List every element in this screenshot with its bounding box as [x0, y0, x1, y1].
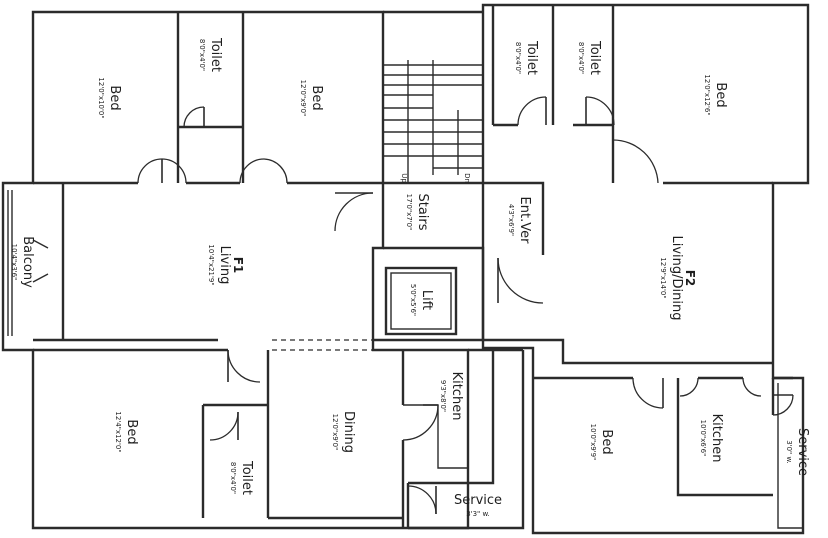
room-name-bed-tc: Bed [309, 85, 324, 110]
room-name-toilet-tr2: Toilet [587, 40, 602, 75]
room-name-stairs: Stairs [415, 193, 430, 230]
room-dim-kitchen-f1: 9'3"x8'0" [439, 380, 447, 412]
room-name-kitchen-f1: Kitchen [449, 372, 464, 421]
room-dim-service-f2: 3'0" w. [785, 440, 793, 464]
room-dim-toilet-tr2: 8'0"x4'0" [577, 42, 585, 74]
room-dim-bed-bl: 12'4"x12'0" [114, 411, 122, 452]
stair-down-mark: Dn [463, 173, 471, 183]
room-name-living-f2: Living/Dining [669, 236, 684, 321]
room-dim-toilet-tr1: 8'0"x4'0" [514, 42, 522, 74]
room-dim-bed-tc: 12'0"x9'0" [299, 80, 307, 117]
room-dim-lift: 5'0"x5'6" [409, 284, 417, 316]
stair-up-mark: Up [400, 173, 408, 183]
room-dim-kitchen-f2: 10'0"x6'6" [699, 420, 707, 457]
room-name-service-f1: Service [454, 493, 502, 508]
room-name-toilet-tl: Toilet [208, 37, 223, 72]
room-name-service-f2: Service [795, 428, 810, 476]
room-name-bed-br: Bed [599, 429, 614, 454]
room-name-dining-f1: Dining [341, 411, 356, 453]
room-name-kitchen-f2: Kitchen [709, 414, 724, 463]
room-name-toilet-tr1: Toilet [524, 40, 539, 75]
room-dim-bed-tl: 12'0"x10'0" [97, 77, 105, 118]
room-dim-ent-ver: 4'3"x6'9" [507, 204, 515, 236]
room-dim-bed-tr: 12'0"x12'6" [703, 74, 711, 115]
lift-shaft [384, 266, 458, 336]
room-name-bed-bl: Bed [124, 419, 139, 444]
room-dim-stairs: 17'0"x7'0" [405, 194, 413, 231]
room-name-toilet-bl: Toilet [239, 460, 254, 495]
room-name-bed-tl: Bed [107, 85, 122, 110]
room-name-bed-tr: Bed [713, 82, 728, 107]
room-dim-toilet-tl: 8'0"x4'0" [198, 39, 206, 71]
room-dim-service-f1: 3'3" w. [466, 510, 490, 518]
doors [32, 96, 794, 515]
room-name-living-f1: Living [217, 246, 232, 285]
room-name-ent-ver: Ent.Ver [517, 197, 532, 245]
room-name-balcony: Balcony [20, 236, 35, 288]
room-dim-living-f1: 10'4"x21'9" [207, 244, 215, 285]
room-dim-toilet-bl: 8'0"x4'0" [229, 462, 237, 494]
room-dim-bed-br: 10'0"x9'9" [589, 424, 597, 461]
flat-tag-f2: F2 [683, 270, 697, 287]
stair-treads [383, 60, 483, 183]
room-dim-balcony: 10'4"x3'6" [10, 244, 18, 281]
room-dim-dining-f1: 12'0"x9'0" [331, 414, 339, 451]
room-dim-living-f2: 12'9"x14'0" [659, 257, 667, 298]
flat-tag-f1: F1 [231, 257, 245, 274]
room-name-lift: Lift [419, 290, 434, 310]
